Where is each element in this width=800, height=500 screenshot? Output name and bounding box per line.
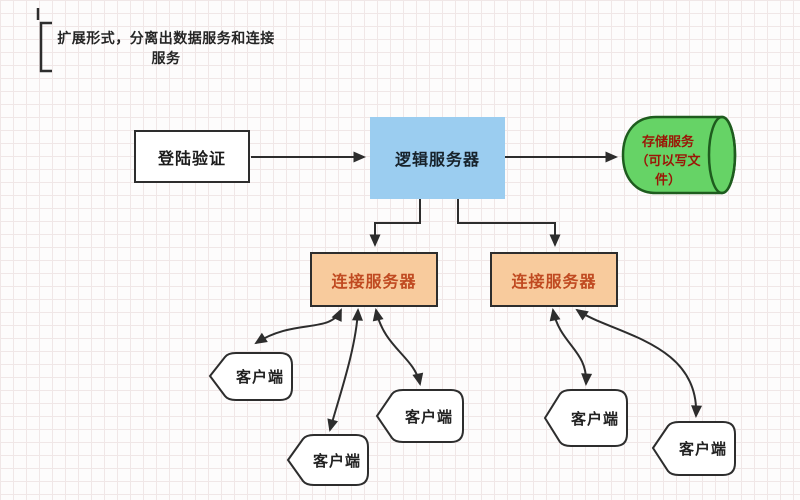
login-verification-box: 登陆验证 <box>134 130 250 183</box>
storage-cylinder-cap <box>707 115 737 195</box>
arrow-connection-left-client-3 <box>372 308 424 386</box>
arrow-connection-left-client-1 <box>254 308 342 345</box>
logic-server-box: 逻辑服务器 <box>370 117 505 199</box>
client-shape-1 <box>208 352 293 401</box>
logic-server-label: 逻辑服务器 <box>394 152 480 169</box>
client-label-5: 客户端 <box>678 441 727 458</box>
client-shape-4 <box>543 389 628 447</box>
arrow-connection-left-client-2 <box>327 308 363 432</box>
diagram-title: 扩展形式，分离出数据服务和连接服务 <box>57 30 275 66</box>
arrow-connection-right-client-4 <box>549 308 593 386</box>
login-verification-label: 登陆验证 <box>157 150 226 168</box>
client-shape-5 <box>651 421 736 476</box>
annotation-bracket <box>39 21 52 73</box>
client-label-4: 客户端 <box>570 410 619 428</box>
arrow-connection-right-client-5 <box>575 308 703 418</box>
client-label-3: 客户端 <box>404 408 453 426</box>
client-shape-2 <box>286 434 369 486</box>
connection-server-left-label: 连接服务器 <box>331 273 417 291</box>
client-label-1: 客户端 <box>235 369 284 386</box>
connection-server-right-label: 连接服务器 <box>511 273 597 291</box>
client-label-2: 客户端 <box>312 452 361 470</box>
client-shape-3 <box>375 389 464 443</box>
arrow-logic-to-connection-right <box>457 199 561 247</box>
storage-service-label: 存储服务（可以写文件） <box>635 133 701 187</box>
connection-server-left-box: 连接服务器 <box>310 252 438 307</box>
connection-server-right-box: 连接服务器 <box>490 252 618 307</box>
arrow-logic-to-connection-left <box>369 199 421 247</box>
